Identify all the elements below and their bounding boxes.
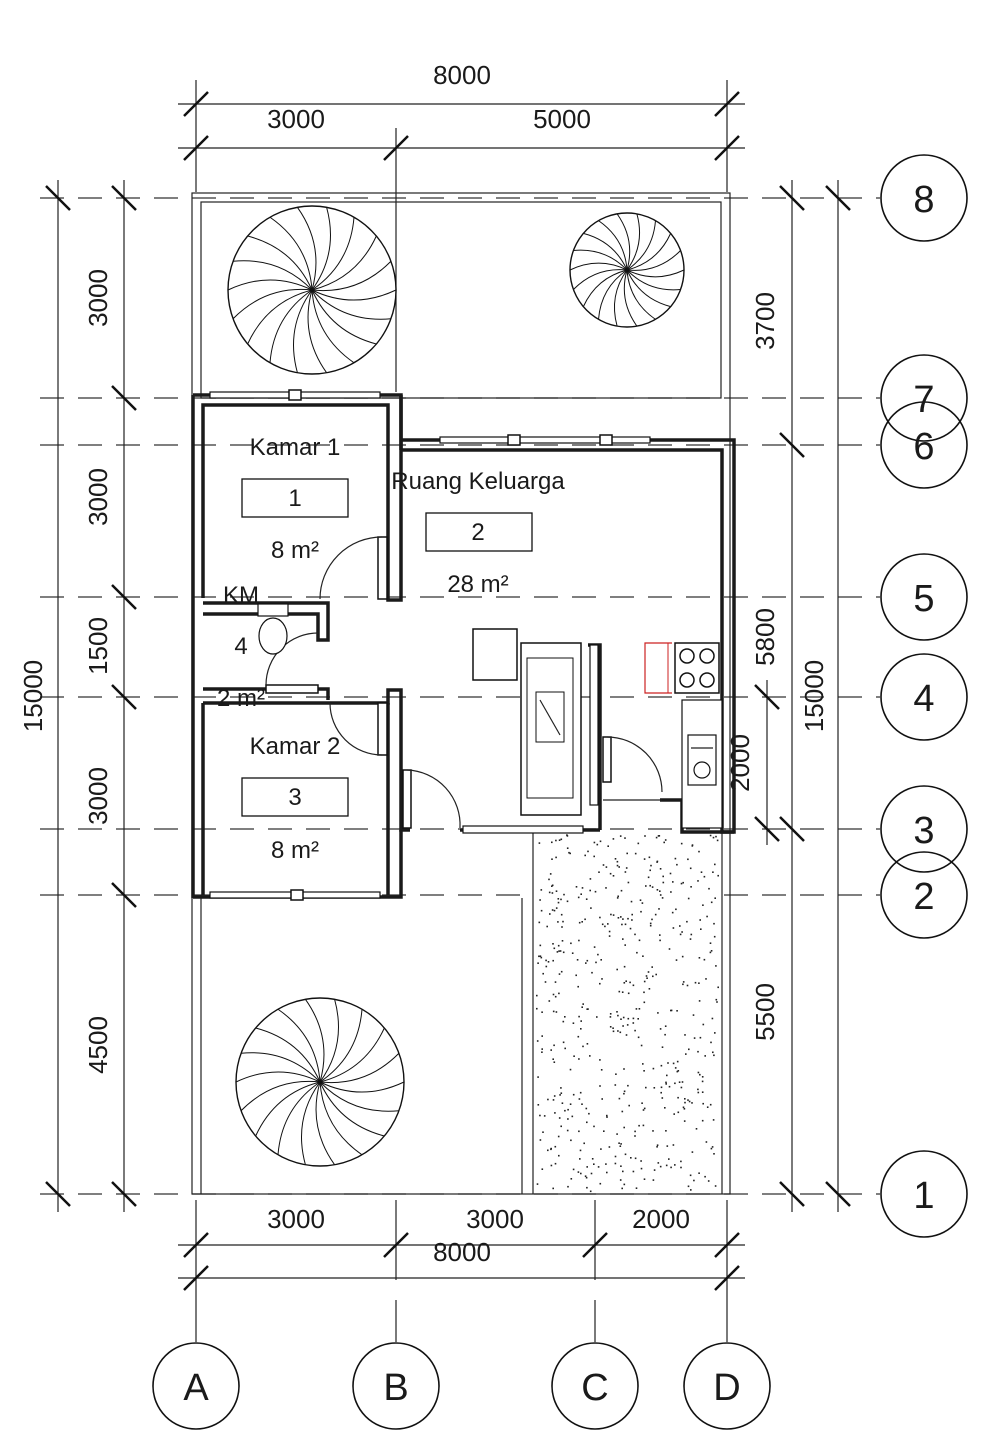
grid-bubbles-rows: 8 7 6 5 4 3 2 1	[880, 154, 968, 1238]
doors	[265, 536, 663, 829]
grid-label-row: 2	[913, 876, 934, 918]
dim-right-8-6: 3700	[750, 292, 780, 350]
dim-left-5-4: 1500	[83, 617, 113, 675]
grid-label-row: 7	[913, 379, 934, 421]
room-ruang-keluarga: Ruang Keluarga 2 28 m²	[391, 468, 565, 598]
dim-left-8-7: 3000	[83, 269, 113, 327]
right-dimensions: 3700 5800 2000 5500 15000	[725, 180, 851, 1212]
tree-bottom	[235, 997, 405, 1167]
dim-right-total: 15000	[799, 660, 829, 732]
room-number: 3	[288, 784, 301, 811]
room-number: 2	[471, 519, 484, 546]
dim-bottom-a-b: 3000	[267, 1204, 325, 1234]
grid-label-row: 5	[913, 578, 934, 620]
dim-top-a-b: 3000	[267, 104, 325, 134]
dim-right-2-1: 5500	[750, 983, 780, 1041]
grid-label-column: B	[383, 1367, 408, 1409]
dim-left-7-5: 3000	[83, 468, 113, 526]
room-km: KM 4 2 m²	[217, 582, 265, 712]
grid-label-row: 4	[913, 678, 934, 720]
grid-label-row: 3	[913, 810, 934, 852]
room-name: Kamar 2	[250, 733, 341, 760]
tree-top-right	[569, 212, 685, 328]
furniture	[257, 603, 723, 829]
grid-label-column: A	[183, 1367, 209, 1409]
room-name: Kamar 1	[250, 434, 341, 461]
top-dimensions: 8000 3000 5000	[178, 60, 745, 161]
left-dimensions: 3000 3000 1500 3000 4500 15000	[18, 180, 137, 1212]
room-number: 4	[234, 633, 247, 660]
dim-left-4-2: 3000	[83, 767, 113, 825]
carport-gravel	[534, 832, 721, 1193]
grid-label-column: D	[713, 1367, 740, 1409]
dim-bottom-b-c: 3000	[466, 1204, 524, 1234]
grid-label-row: 8	[913, 179, 934, 221]
room-area: 8 m²	[271, 837, 319, 864]
room-area: 28 m²	[447, 571, 508, 598]
grid-lines-vertical	[195, 80, 728, 1342]
tree-top-left	[227, 205, 397, 375]
room-name: KM	[223, 582, 259, 609]
room-number: 1	[288, 485, 301, 512]
grid-label-row: 1	[913, 1175, 934, 1217]
bottom-dimensions: 3000 3000 2000 8000	[178, 1204, 745, 1291]
room-name: Ruang Keluarga	[391, 468, 565, 495]
dim-top-b-d: 5000	[533, 104, 591, 134]
room-area: 8 m²	[271, 537, 319, 564]
dim-bottom-c-d: 2000	[632, 1204, 690, 1234]
dim-top-total: 8000	[433, 60, 491, 90]
dim-right-6-3: 5800	[750, 608, 780, 666]
dim-left-2-1: 4500	[83, 1016, 113, 1074]
room-kamar-2: Kamar 2 3 8 m²	[241, 733, 349, 864]
room-area: 2 m²	[217, 685, 265, 712]
dim-bottom-total: 8000	[433, 1237, 491, 1267]
dim-left-total: 15000	[18, 660, 48, 732]
grid-label-column: C	[581, 1367, 608, 1409]
grid-label-row: 6	[913, 426, 934, 468]
grid-bubbles-columns: A B C D	[152, 1342, 771, 1430]
room-kamar-1: Kamar 1 1 8 m²	[241, 434, 349, 564]
